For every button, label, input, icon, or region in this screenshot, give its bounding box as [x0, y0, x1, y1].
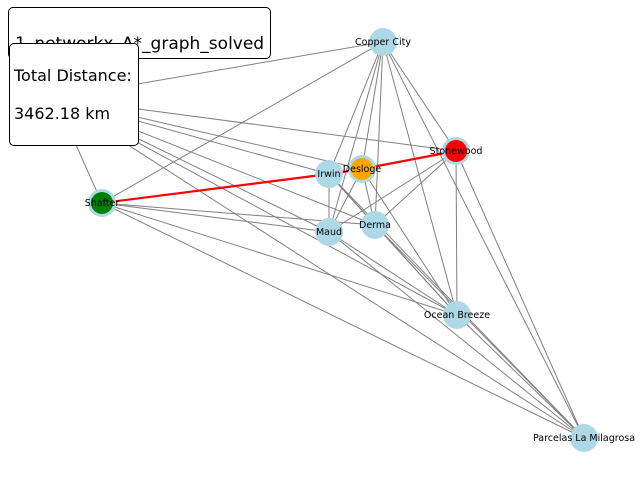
node-label-stonewood: Stonewood: [430, 146, 483, 157]
edge-shafter-parcelas: [101, 202, 585, 439]
node-label-irwin: Irwin: [317, 169, 340, 180]
edge-derma-parcelas: [374, 224, 585, 439]
edge-stonewood-derma: [374, 150, 457, 226]
node-desloge: [351, 158, 373, 180]
path-layer: [101, 149, 457, 205]
edge-maud-parcelas: [328, 231, 585, 439]
edge-ocean-breeze-parcelas: [456, 314, 585, 439]
edge-stonewood-ocean-breeze: [455, 150, 458, 316]
node-shafter: [91, 192, 113, 214]
edge-copper-city-stonewood: [382, 41, 457, 152]
node-stonewood: [445, 140, 467, 162]
edge-desloge-ocean-breeze: [361, 168, 458, 316]
node-label-desloge: Desloge: [343, 164, 382, 175]
nodes-layer: [41, 28, 598, 452]
node-label-ocean-breeze: Ocean Breeze: [424, 310, 490, 321]
edge-copper-city-maud: [328, 41, 384, 233]
edge-derma-ocean-breeze: [374, 224, 458, 316]
edge-stonewood-maud: [328, 150, 457, 233]
edge-copper-city-ocean-breeze: [382, 41, 458, 316]
edge-copper-city-shafter: [101, 41, 384, 204]
edge-shafter-maud: [101, 202, 330, 233]
node-derma: [361, 211, 389, 239]
node-parcelas: [570, 424, 598, 452]
node-ocean-breeze: [443, 301, 471, 329]
node-irwin: [315, 160, 343, 188]
path-edge-shafter-irwin: [101, 172, 330, 205]
node-label-copper-city: Copper City: [355, 37, 411, 48]
edge-stonewood-parcelas: [455, 150, 585, 439]
edge-shafter-ocean-breeze: [101, 202, 458, 316]
total-distance-value: 3462.18 km: [14, 104, 111, 123]
node-label-maud: Maud: [316, 227, 342, 238]
total-distance-label: Total Distance:: [14, 66, 132, 85]
path-edge-desloge-stonewood: [361, 149, 457, 171]
total-distance-box: Total Distance: 3462.18 km: [9, 43, 139, 146]
node-label-parcelas: Parcelas La Milagrosa: [533, 433, 635, 444]
edge-copper-city-derma: [374, 41, 384, 226]
node-maud: [315, 218, 343, 246]
node-label-shafter: Shafter: [85, 198, 120, 209]
node-copper-city: [369, 28, 397, 56]
edge-copper-city-desloge: [361, 41, 384, 170]
node-label-derma: Derma: [359, 220, 391, 231]
edge-copper-city-irwin: [328, 41, 384, 175]
edge-copper-city-parcelas: [382, 41, 585, 439]
edge-bandon-parcelas: [54, 97, 585, 439]
edge-maud-ocean-breeze: [328, 231, 458, 316]
